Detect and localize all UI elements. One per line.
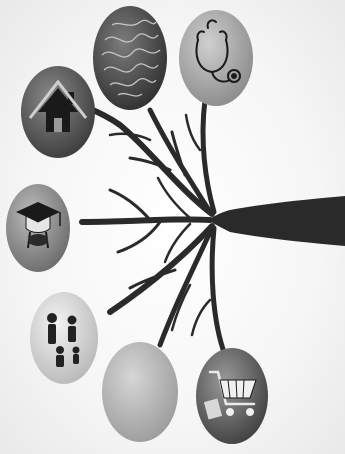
leaf-house [21,66,95,158]
tree-branches [82,100,225,355]
leaf-money [93,6,167,110]
branch-stethoscope [203,100,214,212]
branch-twig-1 [130,158,170,170]
branch-graduation [82,219,210,222]
branch-twig-11 [192,300,210,335]
branch-family [110,226,212,312]
leaf-graduation [6,184,70,272]
leaf-stethoscope [179,10,253,106]
branch-twig-7 [158,178,190,218]
tree-trunk [208,196,345,246]
leaf-blank [102,342,178,442]
branch-blank [160,228,212,345]
branch-twig-9 [130,270,175,288]
leaf-family-circle [30,292,98,384]
branch-shopping [212,228,225,355]
leaf-family [30,292,98,384]
branch-twig-5 [110,190,150,220]
branch-twig-6 [118,222,160,252]
leaf-stethoscope-circle [179,10,253,106]
leaf-shopping [196,348,268,444]
branch-twig-4 [186,115,200,150]
blank-circle [102,342,178,442]
